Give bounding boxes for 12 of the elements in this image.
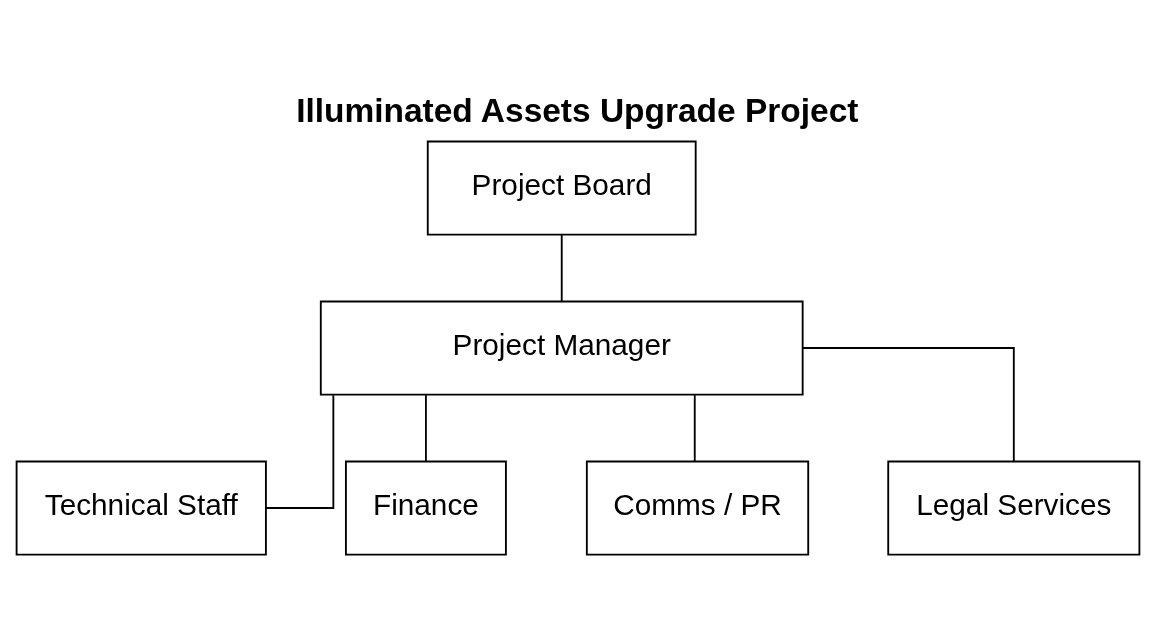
node-box: Technical Staff <box>15 460 267 555</box>
connector <box>265 393 335 509</box>
node-box: Project Board <box>426 140 697 235</box>
node-box: Comms / PR <box>585 460 810 555</box>
diagram-title: Illuminated Assets Upgrade Project <box>296 91 859 129</box>
connector <box>693 393 696 462</box>
connector <box>560 233 563 302</box>
connector <box>425 393 427 462</box>
node-box: Project Manager <box>319 300 804 395</box>
connector <box>802 346 1015 462</box>
node-box: Legal Services <box>887 460 1141 555</box>
node-box: Finance <box>345 460 507 555</box>
